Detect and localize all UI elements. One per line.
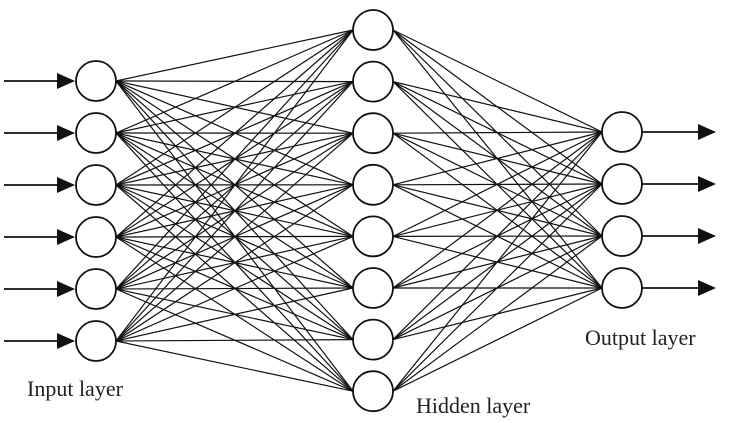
connection-hidden-0-output-0 <box>392 29 603 133</box>
output-arrow-head-3 <box>698 280 716 296</box>
output-node-1 <box>601 163 643 205</box>
hidden-layer-label: Hidden layer <box>416 393 531 418</box>
connection-input-0-hidden-0 <box>115 29 354 82</box>
connection-hidden-7-output-3 <box>392 287 603 392</box>
connection-input-5-hidden-7 <box>115 340 354 392</box>
connection-hidden-6-output-0 <box>392 131 603 341</box>
input-arrow-head-1 <box>57 125 75 141</box>
output-arrow-head-1 <box>698 176 716 192</box>
input-node-5 <box>75 320 117 362</box>
input-arrow-head-2 <box>57 177 75 193</box>
input-node-3 <box>75 216 117 258</box>
arrow-group <box>4 73 716 349</box>
input-node-4 <box>75 268 117 310</box>
connection-hidden-7-output-0 <box>392 131 603 392</box>
connection-input-5-hidden-2 <box>115 132 354 342</box>
output-node-3 <box>601 267 643 309</box>
input-layer-label: Input layer <box>27 376 123 401</box>
hidden-node-3 <box>352 163 394 206</box>
hidden-node-1 <box>352 60 394 103</box>
input-node-1 <box>75 112 117 154</box>
connection-hidden-7-output-1 <box>392 183 603 392</box>
hidden-node-4 <box>352 215 394 258</box>
output-node-0 <box>601 111 643 153</box>
input-arrow-head-4 <box>57 281 75 297</box>
connection-input-4-hidden-0 <box>115 29 354 290</box>
connection-input-5-hidden-1 <box>115 81 354 342</box>
connection-input-1-hidden-0 <box>115 29 354 134</box>
input-node-0 <box>75 60 117 102</box>
hidden-node-0 <box>352 9 394 51</box>
hidden-node-6 <box>352 318 394 361</box>
connection-input-3-hidden-0 <box>115 29 354 238</box>
output-arrow-head-2 <box>698 228 716 244</box>
connection-input-5-hidden-4 <box>115 235 354 342</box>
input-arrow-head-0 <box>57 73 75 89</box>
connection-input-5-hidden-5 <box>115 287 354 342</box>
connection-input-5-hidden-0 <box>115 29 354 342</box>
input-arrow-head-3 <box>57 229 75 245</box>
connection-hidden-3-output-0 <box>392 131 603 186</box>
node-group <box>75 9 643 413</box>
hidden-node-5 <box>352 267 394 309</box>
connection-group <box>115 29 603 392</box>
output-arrow-head-0 <box>698 124 716 140</box>
connection-hidden-1-output-0 <box>392 81 603 133</box>
output-layer-label: Output layer <box>585 325 696 350</box>
connection-hidden-2-output-0 <box>392 131 603 134</box>
output-node-2 <box>601 215 643 257</box>
input-node-2 <box>75 164 117 206</box>
hidden-node-7 <box>352 370 394 413</box>
connection-input-5-hidden-3 <box>115 184 354 342</box>
hidden-node-2 <box>352 112 394 155</box>
connection-hidden-5-output-0 <box>392 131 603 289</box>
connection-hidden-4-output-0 <box>392 131 603 237</box>
input-arrow-head-5 <box>57 333 75 349</box>
connection-input-5-hidden-6 <box>115 339 354 342</box>
connection-input-2-hidden-0 <box>115 29 354 186</box>
connection-hidden-7-output-2 <box>392 235 603 392</box>
